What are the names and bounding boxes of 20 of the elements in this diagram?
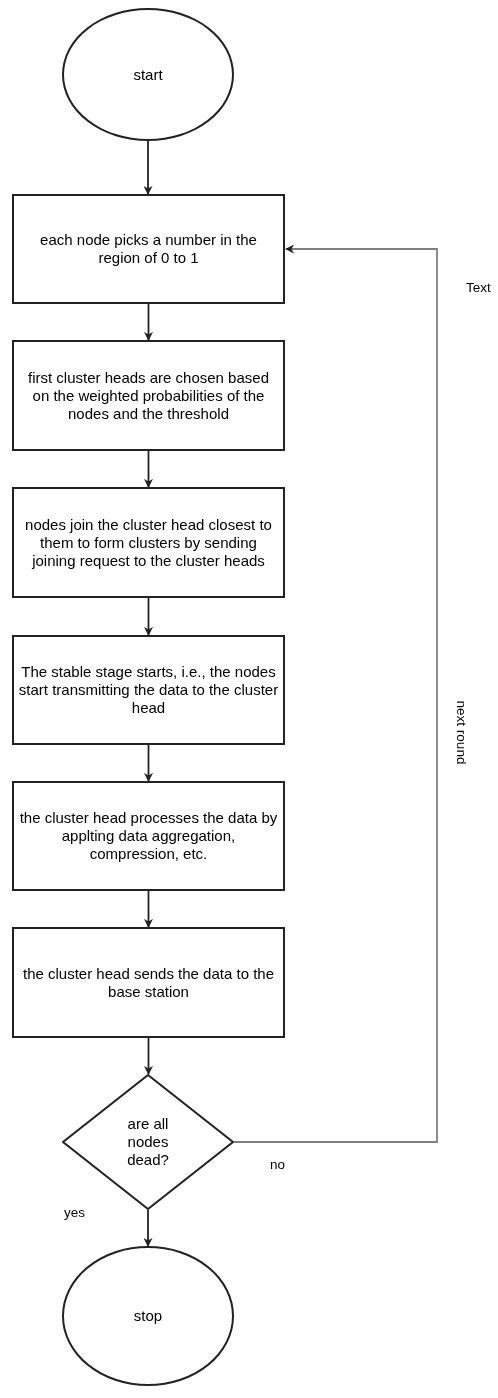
- arrow: [144, 450, 153, 488]
- arrow: [143, 1209, 153, 1247]
- stop-ellipse: stop: [62, 1246, 234, 1386]
- arrow: [233, 244, 438, 1143]
- arrow: [144, 597, 153, 636]
- process-box: the cluster head processes the data by applting data aggregation, compression, etc.: [12, 781, 285, 891]
- process-box: the cluster head sends the data to the base station: [12, 927, 285, 1038]
- process-box: nodes join the cluster head closest to them to form clusters by sending joining request to the cluster heads: [12, 487, 285, 598]
- arrow: [144, 890, 153, 928]
- decision-diamond: are all nodes dead?: [62, 1074, 234, 1210]
- process-box: The stable stage starts, i.e., the nodes start transmitting the data to the cluster head: [12, 635, 285, 745]
- arrow: [144, 1037, 153, 1075]
- process-box: first cluster heads are chosen based on the weighted probabilities of the nodes and the threshold: [12, 340, 285, 451]
- process-box: each node picks a number in the region of 0 to 1: [12, 194, 285, 304]
- arrow: [144, 744, 153, 782]
- start-ellipse: start: [62, 8, 234, 141]
- arrow: [143, 140, 153, 195]
- note-text: Text: [466, 280, 491, 295]
- loop-label: next round: [454, 700, 470, 764]
- arrow: [144, 303, 153, 341]
